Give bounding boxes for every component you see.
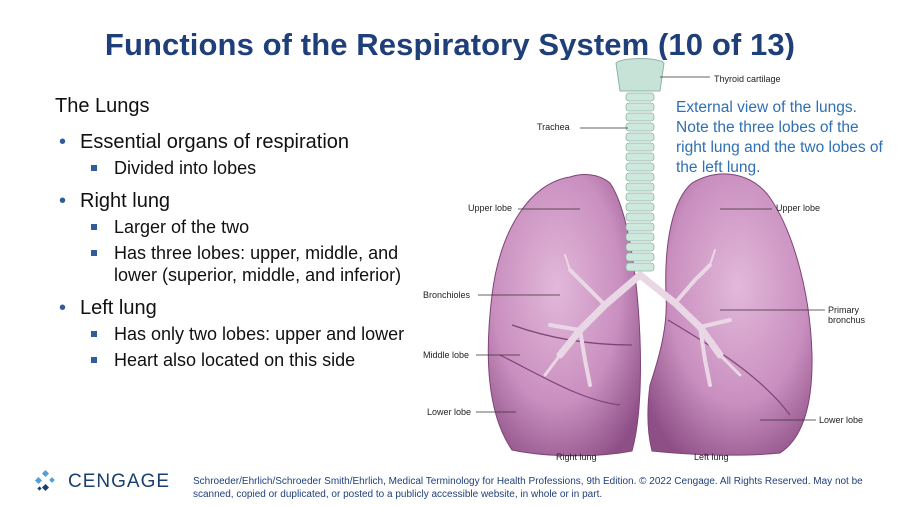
right-lung-fissure-oblique [499, 354, 621, 406]
square-bullet-icon [91, 165, 97, 171]
leader-lines [476, 76, 825, 421]
thyroid-cartilage-shape [615, 58, 665, 92]
sub-bullet-three-lobes: Has three lobes: upper, middle, and lowe… [55, 242, 420, 286]
slide-body: The Lungs Essential organs of respiratio… [55, 95, 420, 375]
left-lung-shape [647, 173, 813, 456]
right-lung-shape [487, 174, 641, 457]
figure-caption: External view of the lungs. Note the thr… [676, 99, 883, 176]
left-lung-fissure [667, 319, 791, 416]
section-heading: The Lungs [55, 95, 150, 117]
label-trachea: Trachea [537, 122, 570, 132]
cengage-wordmark: CENGAGE [68, 471, 171, 492]
label-left-lung: Left lung [694, 452, 729, 462]
bullet-essential-organs: Essential organs of respiration [55, 130, 420, 154]
label-upper-lobe-left: Upper lobe [776, 203, 821, 213]
sub-bullet-larger: Larger of the two [55, 216, 420, 238]
label-right-lung: Right lung [556, 452, 597, 462]
sub-bullet-divided-lobes: Divided into lobes [55, 157, 420, 179]
label-lower-lobe-right: Lower lobe [427, 407, 472, 417]
label-lower-lobe-left: Lower lobe [819, 415, 864, 425]
bullet-right-lung: Right lung [55, 189, 420, 213]
trachea-rings [625, 92, 655, 272]
label-upper-lobe-right: Upper lobe [468, 203, 513, 213]
slide-title: Functions of the Respiratory System (10 … [104, 27, 796, 60]
sub-bullet-heart: Heart also located on this side [55, 349, 420, 371]
label-bronchioles: Bronchioles [423, 290, 471, 300]
square-bullet-icon [91, 357, 97, 363]
label-primary-bronchus: Primary bronchus [828, 305, 866, 325]
right-lung-fissure-horizontal [511, 324, 633, 346]
copyright-credit: Schroeder/Ehrlich/Schroeder Smith/Ehrlic… [193, 476, 863, 500]
cengage-logo: CENGAGE [34, 468, 170, 496]
label-middle-lobe: Middle lobe [423, 350, 470, 360]
bronchial-tree [543, 249, 742, 387]
sub-bullet-two-lobes: Has only two lobes: upper and lower [55, 323, 420, 345]
square-bullet-icon [91, 224, 97, 230]
lungs-illustration [476, 58, 825, 457]
cengage-mark-icon [34, 469, 55, 492]
bullet-left-lung: Left lung [55, 296, 420, 320]
square-bullet-icon [91, 331, 97, 337]
square-bullet-icon [91, 250, 97, 256]
label-thyroid-cartilage: Thyroid cartilage [714, 74, 781, 84]
